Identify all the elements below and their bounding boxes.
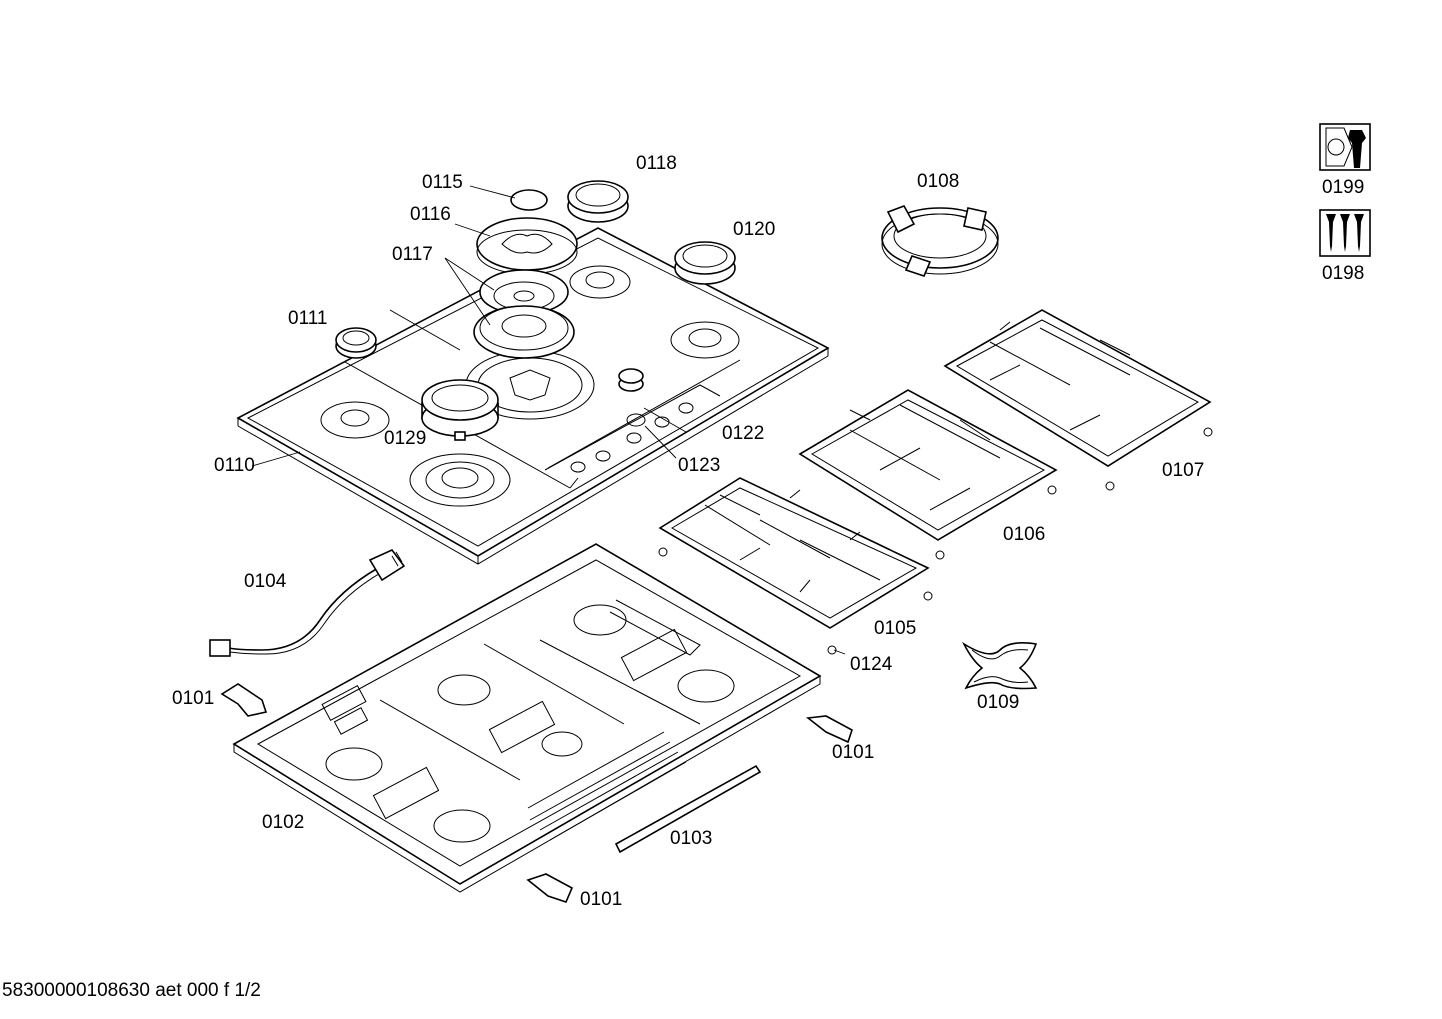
label-0101-right: 0101 [832, 742, 874, 763]
part-labels: 0115 0116 0117 0118 0120 0108 0111 0129 … [172, 153, 1364, 910]
knob-front [421, 379, 499, 441]
burner-ring-lower [473, 305, 575, 359]
pan-support-center [798, 389, 1058, 560]
fixing-clip-left [220, 683, 268, 717]
burner-cap-small [510, 189, 548, 211]
pan-support-right [943, 309, 1213, 491]
power-cable [209, 549, 406, 657]
simmer-plate [962, 641, 1038, 690]
label-0108: 0108 [917, 171, 959, 192]
document-id: 58300000108630 aet 000 f 1/2 [2, 980, 261, 1001]
label-0105: 0105 [874, 618, 916, 639]
knob-rear-center [567, 180, 629, 223]
knob-rear-right [674, 241, 736, 285]
wok-burner-cap [476, 217, 578, 275]
label-0106: 0106 [1003, 524, 1045, 545]
label-0102: 0102 [262, 812, 304, 833]
label-0129: 0129 [384, 428, 426, 449]
fixing-clip-bottom [526, 873, 574, 903]
label-0104: 0104 [244, 571, 287, 592]
label-0198: 0198 [1322, 263, 1364, 284]
label-0111: 0111 [288, 308, 327, 329]
burner-well-rear-left [320, 401, 390, 439]
label-0120: 0120 [733, 219, 775, 240]
label-0115: 0115 [422, 172, 463, 193]
label-0110: 0110 [214, 455, 255, 476]
label-0109: 0109 [977, 692, 1019, 713]
control-holes [570, 402, 694, 473]
label-0123: 0123 [678, 455, 720, 476]
label-0116: 0116 [410, 204, 451, 225]
label-0101-left: 0101 [172, 688, 214, 709]
knob-rear-left [335, 327, 377, 359]
label-0118: 0118 [636, 153, 677, 174]
label-0103: 0103 [670, 828, 712, 849]
wok-ring [881, 205, 999, 277]
burner-well-rear-right [670, 321, 740, 359]
fixing-clip-right [805, 715, 853, 744]
label-0101-bottom: 0101 [580, 889, 622, 910]
nut-and-wrench-icon [1319, 123, 1371, 171]
label-0199: 0199 [1322, 177, 1364, 198]
small-control-knob [618, 368, 644, 392]
label-0117: 0117 [392, 244, 433, 265]
label-0124: 0124 [850, 654, 893, 675]
leader-lines [251, 185, 846, 655]
screws-icon [1319, 209, 1371, 257]
label-0107: 0107 [1162, 460, 1204, 481]
burner-well-front-left [409, 453, 511, 507]
label-0122: 0122 [722, 423, 764, 444]
burner-well-rear-center [569, 265, 631, 299]
pan-support-left [658, 477, 933, 655]
base-tray [232, 543, 822, 893]
gasket-strip [614, 764, 762, 854]
